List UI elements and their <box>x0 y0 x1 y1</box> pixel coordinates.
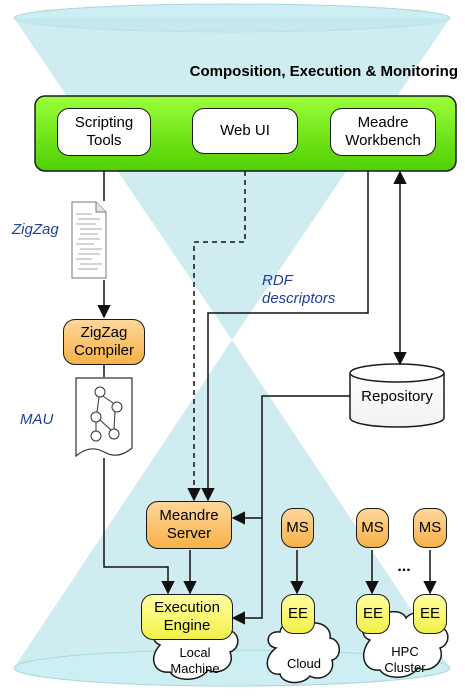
zigzag-label: ZigZag <box>12 221 59 238</box>
ms-box-cloud: MS <box>281 508 314 548</box>
mau-label: MAU <box>20 411 54 428</box>
zigzag-document-icon <box>71 201 107 279</box>
ee-box-hpc-2: EE <box>413 594 447 634</box>
meandre-server-box: Meandre Server <box>146 501 232 549</box>
mau-document-icon <box>75 377 133 458</box>
ms-box-hpc-2: MS <box>413 508 447 548</box>
scripting-tools-box: Scripting Tools <box>57 108 151 156</box>
ellipsis-label: ... <box>397 558 411 575</box>
ee-box-cloud: EE <box>281 594 315 634</box>
ee-box-hpc-1: EE <box>356 594 390 634</box>
cloud-label: Cloud <box>287 656 321 671</box>
connector-lines <box>97 170 437 625</box>
execution-engine-box: Execution Engine <box>141 594 233 640</box>
hpc-cluster-label: HPC Cluster <box>384 644 426 675</box>
diagram-title: Composition, Execution & Monitoring <box>189 63 458 80</box>
web-ui-box: Web UI <box>192 108 298 154</box>
cloud-shape <box>266 620 340 684</box>
rdf-descriptors-label: RDF descriptors <box>262 272 336 307</box>
zigzag-compiler-box: ZigZag Compiler <box>63 319 145 365</box>
ms-box-hpc-1: MS <box>356 508 389 548</box>
local-machine-label: Local Machine <box>170 645 220 676</box>
meadre-workbench-box: Meadre Workbench <box>330 108 436 156</box>
repository-cylinder <box>349 363 445 428</box>
repository-label: Repository <box>361 388 433 405</box>
